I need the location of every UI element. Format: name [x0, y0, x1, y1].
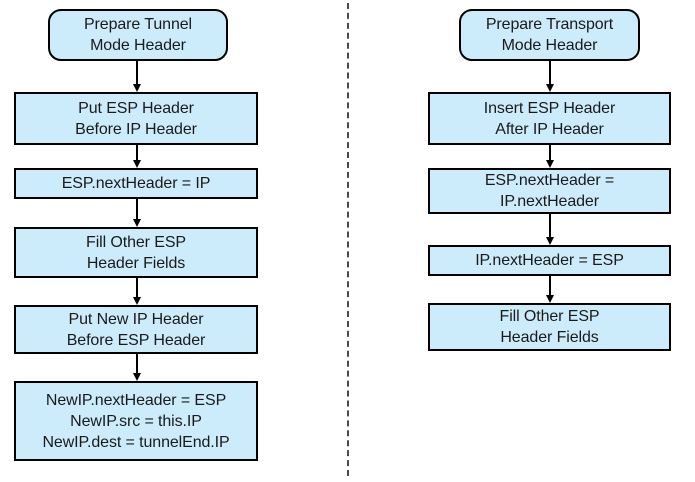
node-line: Put New IP Header — [68, 310, 204, 328]
node-line: Mode Header — [501, 37, 598, 54]
node-tunnel-put-new-ip-header[interactable]: Put New IP Header Before ESP Header — [14, 305, 258, 354]
arrowhead-icon — [133, 297, 141, 305]
node-tunnel-put-esp-header[interactable]: Put ESP Header Before IP Header — [14, 92, 258, 145]
node-line: Before ESP Header — [66, 331, 206, 349]
node-transport-esp-nextheader[interactable]: ESP.nextHeader = IP.nextHeader — [428, 168, 671, 214]
arrowhead-icon — [133, 373, 141, 381]
node-line: Put ESP Header — [78, 99, 194, 117]
node-line: ESP.nextHeader = — [484, 172, 615, 189]
node-tunnel-start[interactable]: Prepare Tunnel Mode Header — [48, 9, 228, 61]
arrowhead-icon — [133, 84, 141, 92]
connector-stem — [136, 199, 138, 220]
node-line: ESP.nextHeader = IP — [61, 175, 211, 192]
node-line: NewIP.nextHeader = ESP — [45, 391, 227, 409]
node-line: Prepare Transport — [485, 16, 614, 33]
node-tunnel-fill-other-esp[interactable]: Fill Other ESP Header Fields — [14, 227, 258, 278]
arrowhead-icon — [546, 295, 554, 303]
connector-stem — [136, 354, 138, 374]
node-line: IP.nextHeader — [500, 193, 599, 210]
node-tunnel-esp-nextheader[interactable]: ESP.nextHeader = IP — [14, 168, 258, 199]
node-line: Fill Other ESP — [86, 233, 186, 251]
node-line: Header Fields — [86, 254, 186, 272]
arrowhead-icon — [546, 237, 554, 245]
node-line: NewIP.src = this.IP — [70, 412, 202, 430]
connector-stem — [549, 276, 551, 296]
node-transport-fill-other-esp[interactable]: Fill Other ESP Header Fields — [428, 303, 671, 351]
connector-stem — [136, 61, 138, 85]
node-transport-start[interactable]: Prepare Transport Mode Header — [459, 9, 640, 61]
connector-stem — [549, 61, 551, 85]
arrowhead-icon — [546, 84, 554, 92]
arrowhead-icon — [546, 160, 554, 168]
node-transport-insert-esp-header[interactable]: Insert ESP Header After IP Header — [428, 92, 671, 145]
column-divider — [347, 3, 349, 476]
connector-stem — [549, 145, 551, 161]
node-line: Prepare Tunnel — [83, 16, 192, 33]
node-line: Insert ESP Header — [483, 99, 616, 117]
node-line: IP.nextHeader = ESP — [475, 252, 624, 269]
node-line: After IP Header — [495, 120, 604, 138]
connector-stem — [549, 214, 551, 238]
connector-stem — [136, 278, 138, 298]
node-line: Fill Other ESP — [499, 308, 600, 325]
node-line: Header Fields — [500, 329, 599, 346]
node-line: NewIP.dest = tunnelEnd.IP — [42, 433, 230, 451]
node-line: Before IP Header — [75, 120, 197, 138]
node-transport-ip-nextheader[interactable]: IP.nextHeader = ESP — [428, 245, 671, 276]
arrowhead-icon — [133, 160, 141, 168]
connector-stem — [136, 145, 138, 161]
node-line: Mode Header — [90, 37, 186, 54]
node-tunnel-newip-fields[interactable]: NewIP.nextHeader = ESP NewIP.src = this.… — [14, 381, 258, 461]
arrowhead-icon — [133, 219, 141, 227]
